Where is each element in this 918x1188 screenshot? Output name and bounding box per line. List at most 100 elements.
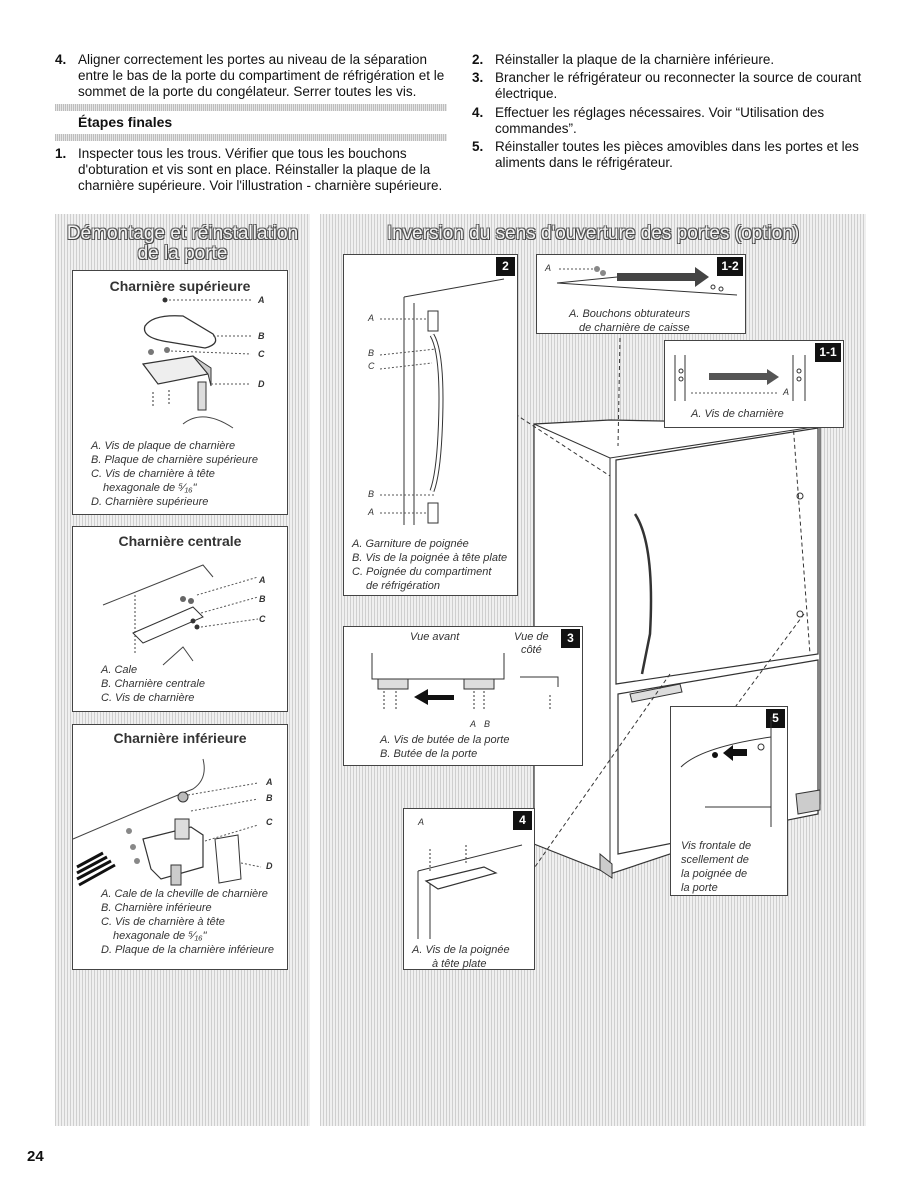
step-3-box: 3 Vue avant Vue de côté A B A. Vis de bu… (343, 626, 583, 766)
legend-item: Vis frontale de (681, 840, 752, 852)
handle-illustration (379, 278, 505, 525)
title-line-2: de la porte (137, 243, 228, 264)
label-a: A (470, 719, 477, 729)
bottom-hinge-legend: A. Cale de la cheville de charnière B. C… (101, 887, 274, 957)
label-a: A (258, 295, 265, 305)
label-a: A (368, 507, 375, 517)
legend-item: A. Cale de la cheville de charnière (101, 888, 268, 900)
legend-item: A. Vis de la poignée (412, 944, 510, 956)
legend-item: C. Vis de charnière à tête (91, 468, 215, 480)
step-number: 3. (472, 70, 484, 85)
label-d: D (258, 379, 265, 389)
side-view-label: Vue de côté (514, 631, 549, 657)
step-number: 5. (472, 139, 484, 154)
top-hinge-illustration (141, 297, 252, 429)
legend-item: hexagonale de ⁵⁄₁₆" (103, 482, 197, 494)
label-a: A (545, 263, 552, 273)
center-hinge-legend: A. Cale B. Charnière centrale C. Vis de … (101, 663, 205, 705)
door-reversal-title: Inversion du sens d'ouverture des portes… (386, 223, 800, 244)
label-b: B (484, 719, 491, 729)
legend-item: A. Vis de butée de la porte (380, 734, 510, 746)
label-b: B (258, 331, 265, 341)
step-badge: 3 (561, 629, 580, 648)
legend-item: hexagonale de ⁵⁄₁₆" (113, 930, 207, 942)
box-title: Charnière inférieure (113, 730, 247, 746)
center-hinge-illustration (102, 564, 259, 666)
label-a: A (259, 575, 266, 585)
step-number: 2. (472, 52, 484, 67)
step-badge: 4 (513, 811, 532, 830)
final-step-2: 2. Réinstaller la plaque de la charnière… (472, 52, 867, 68)
legend-item: de réfrigération (366, 580, 440, 592)
door-stop-illustration (371, 653, 559, 711)
step-4-box: 4 A A. Vis de la poignée à tête plate (403, 808, 535, 970)
legend-item: la porte (681, 882, 718, 894)
legend-item: B. Butée de la porte (380, 748, 478, 760)
section-rule (55, 134, 447, 141)
page-number: 24 (27, 1148, 44, 1165)
step-text: Réinstaller la plaque de la charnière in… (495, 52, 775, 67)
step-text: Aligner correctement les portes au nivea… (78, 52, 445, 99)
side-view-line-2: côté (520, 644, 542, 656)
label-b: B (368, 348, 375, 358)
step-text: Inspecter tous les trous. Vérifier que t… (78, 146, 443, 193)
label-b: B (368, 489, 375, 499)
hinge-plugs-illustration (556, 266, 738, 296)
step-badge: 2 (496, 257, 515, 276)
legend-item: B. Plaque de charnière supérieure (91, 454, 258, 466)
side-view-line-1: Vue de (514, 631, 549, 643)
label-d: D (266, 861, 273, 871)
step-4-legend: A. Vis de la poignée à tête plate (412, 943, 510, 971)
final-step-3: 3. Brancher le réfrigérateur ou reconnec… (472, 70, 867, 102)
step-text: Effectuer les réglages nécessaires. Voir… (495, 105, 825, 136)
legend-item: B. Vis de la poignée à tête plate (352, 552, 508, 564)
legend-item: C. Vis de charnière (101, 692, 195, 704)
step-text: Réinstaller toutes les pièces amovibles … (495, 139, 859, 170)
top-hinge-legend: A. Vis de plaque de charnière B. Plaque … (91, 439, 258, 509)
step-badge: 1-2 (717, 257, 743, 276)
step-1-2-legend: A. Bouchons obturateurs de charnière de … (569, 307, 690, 335)
legend-item: B. Charnière centrale (101, 678, 205, 690)
seal-screw-illustration (680, 717, 772, 827)
step-5-box: 5 Vis frontale de scellement de la poign… (670, 706, 788, 896)
bottom-hinge-box: Charnière inférieure A B C D A. Cale de … (72, 724, 288, 970)
step-3-legend: A. Vis de butée de la porte B. Butée de … (380, 733, 509, 761)
step-4-left: 4. Aligner correctement les portes au ni… (55, 52, 447, 100)
legend-item: A. Vis de charnière (691, 408, 784, 420)
box-title: Charnière supérieure (109, 278, 251, 294)
legend-item: C. Vis de charnière à tête (101, 916, 225, 928)
step-number: 4. (472, 105, 484, 120)
legend-item: de charnière de caisse (579, 322, 690, 334)
step-5-legend: Vis frontale de scellement de la poignée… (681, 839, 751, 895)
step-badge: 1-1 (815, 343, 841, 362)
label-c: C (258, 349, 265, 359)
legend-item: A. Cale (101, 664, 138, 676)
center-hinge-box: Charnière centrale A B C A. Cale B. Char… (72, 526, 288, 712)
legend-item: la poignée de (681, 868, 748, 880)
step-2-legend: A. Garniture de poignée B. Vis de la poi… (352, 537, 507, 593)
title-line-1: Démontage et réinstallation (66, 223, 299, 244)
label-a: A (266, 777, 273, 787)
label-b: B (266, 793, 273, 803)
step-number: 4. (55, 52, 67, 67)
label-a: A (368, 313, 375, 323)
step-1-2-box: 1-2 A A. Bouchons obturateurs de charniè… (536, 254, 746, 334)
step-text: Brancher le réfrigérateur ou reconnecter… (495, 70, 862, 101)
legend-item: D. Plaque de la charnière inférieure (101, 944, 275, 956)
handle-screws-illustration (417, 844, 523, 939)
bottom-hinge-illustration (72, 758, 262, 887)
label-a: A (783, 387, 790, 397)
top-hinge-box: Charnière supérieure A B C D A. Vis de p… (72, 270, 288, 515)
label-c: C (368, 361, 375, 371)
legend-item: C. Poignée du compartiment (352, 566, 492, 578)
label-c: C (259, 614, 266, 624)
final-step-5: 5. Réinstaller toutes les pièces amovibl… (472, 139, 867, 171)
section-rule (55, 104, 447, 111)
legend-item: A. Vis de plaque de charnière (91, 440, 236, 452)
step-2-box: 2 A B C B A A. Garniture de poignée B. V… (343, 254, 518, 596)
door-removal-title: Démontage et réinstallation de la porte (55, 224, 310, 264)
legend-item: scellement de (681, 854, 749, 866)
legend-item: A. Bouchons obturateurs (569, 308, 691, 320)
legend-item: D. Charnière supérieure (91, 496, 209, 508)
step-1-1-legend: A. Vis de charnière (691, 407, 784, 421)
